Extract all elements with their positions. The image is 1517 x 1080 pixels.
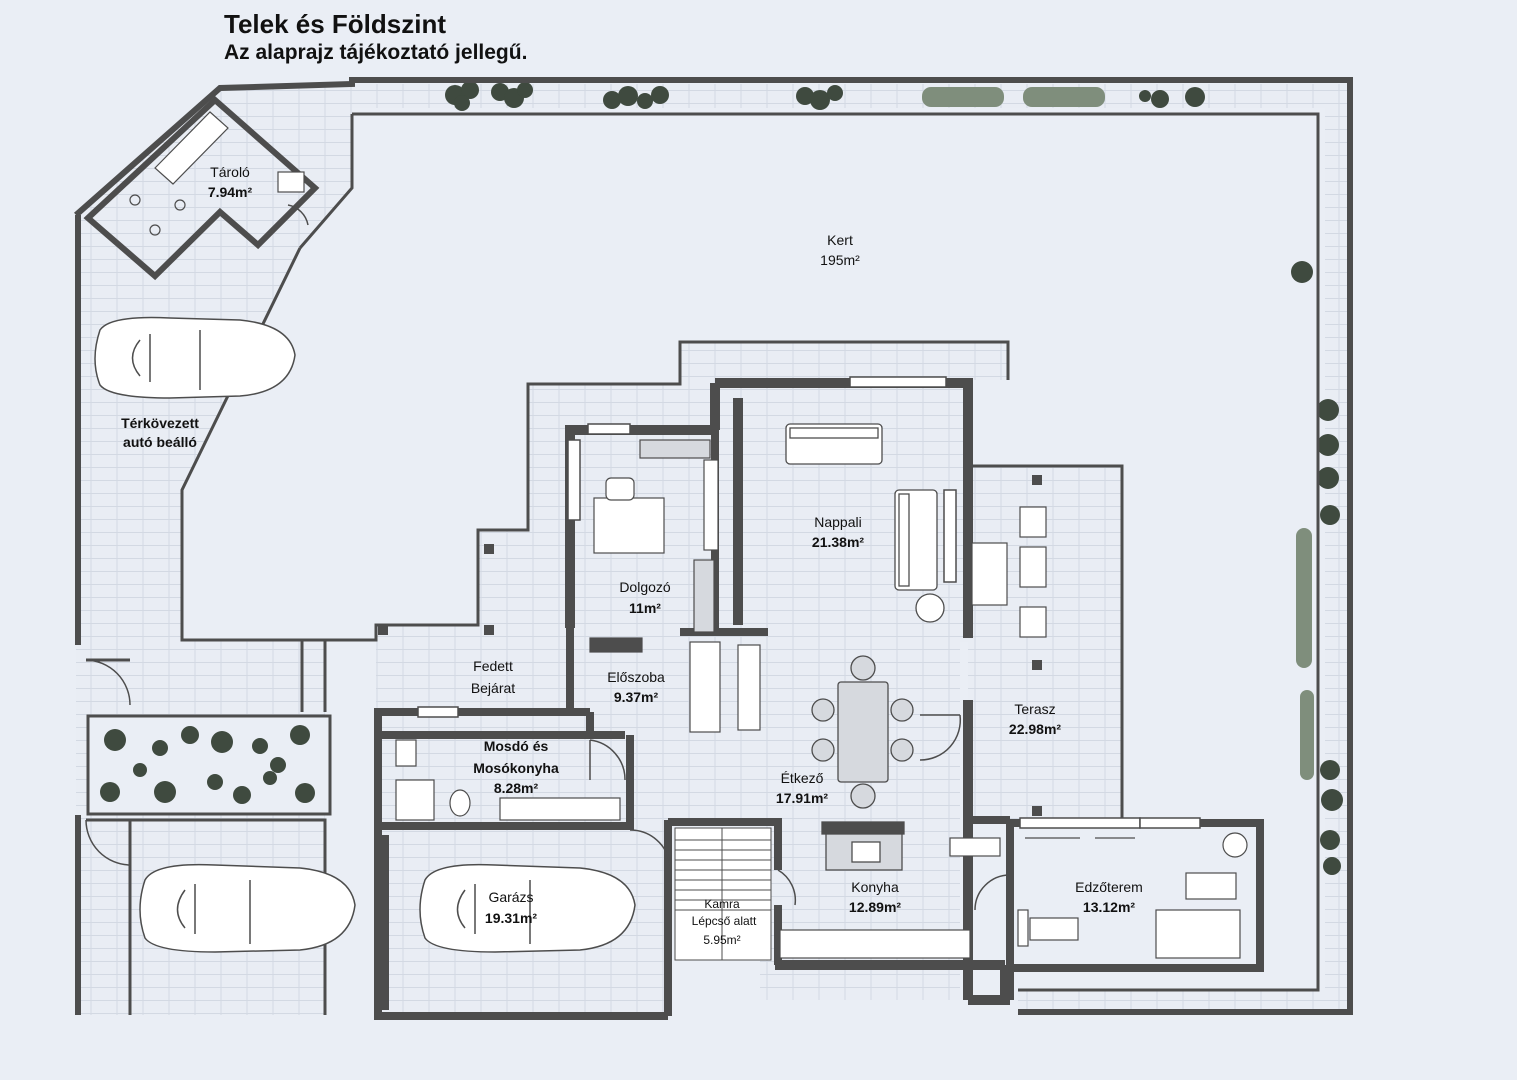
planter-plants-icon — [86, 714, 332, 816]
label-garazs-area: 19.31m² — [485, 910, 537, 926]
door-arc-gym — [974, 874, 1011, 911]
label-nappali-name: Nappali — [814, 514, 861, 530]
label-nappali-area: 21.38m² — [812, 534, 864, 550]
label-kamra-line1: Kamra — [704, 897, 740, 911]
label-tarolo-area: 7.94m² — [208, 184, 253, 200]
label-dolgozo-area: 11m² — [629, 600, 661, 616]
label-kert-name: Kert — [827, 232, 853, 248]
label-parking-line2: autó beálló — [123, 434, 197, 450]
label-mosdo-area: 8.28m² — [494, 780, 539, 796]
planter-separator — [300, 640, 327, 712]
label-etkezo-name: Étkező — [781, 770, 824, 786]
kitchen-counter-icon — [689, 641, 1001, 959]
shrub-top-right-icon — [1139, 87, 1205, 108]
label-garazs-name: Garázs — [488, 889, 533, 905]
storage-room-wall — [83, 95, 320, 281]
site-boundary-wall — [74, 77, 1353, 1015]
terrace-furniture-icon — [971, 506, 1047, 638]
hedge-left-icon — [445, 81, 843, 111]
door-arc-bath — [589, 739, 626, 781]
kitchen-south-wall — [775, 960, 1010, 1005]
garden-fence-line — [352, 112, 1320, 992]
door-arc-terrace — [919, 714, 962, 761]
label-mosdo-line1: Mosdó és — [484, 738, 549, 754]
bathroom-wall — [378, 731, 634, 830]
label-parking-line1: Térkövezett — [121, 415, 199, 431]
label-mosdo-line2: Mosókonyha — [473, 760, 559, 776]
label-edzoterem-area: 13.12m² — [1083, 899, 1135, 915]
doors — [85, 204, 1011, 1010]
sofa-icon — [785, 423, 945, 623]
door-arc-kamra — [777, 869, 797, 906]
label-dolgozo-name: Dolgozó — [619, 579, 671, 595]
staircase-icon — [674, 827, 772, 961]
label-fedett-line2: Bejárat — [471, 680, 515, 696]
label-etkezo-area: 17.91m² — [776, 790, 828, 806]
label-kamra-line2: Lépcső alatt — [692, 914, 757, 928]
storage-diagonal-wall — [298, 114, 354, 249]
plan-title: Telek és Földszint — [224, 9, 447, 39]
plan-title-block: Telek és Földszint Az alaprajz tájékozta… — [224, 8, 527, 66]
car-garage-left-icon — [139, 863, 356, 953]
label-konyha-area: 12.89m² — [849, 899, 901, 915]
gym-equipment-icon — [1017, 832, 1248, 959]
room-labels: Kert 195m² Tároló 7.94m² Térkövezett aut… — [121, 164, 1143, 947]
label-tarolo-name: Tároló — [210, 164, 250, 180]
terrace-outline — [968, 464, 1124, 820]
door-arc-garage — [629, 829, 671, 866]
car-garage-icon — [419, 863, 636, 953]
label-fedett-line1: Fedett — [473, 658, 513, 674]
plan-subtitle: Az alaprajz tájékoztató jellegű. — [224, 41, 528, 64]
office-desk-icon — [589, 439, 719, 653]
parking-garden-edge — [180, 247, 1010, 642]
dining-table-icon — [811, 655, 914, 809]
bathroom-fixtures-icon — [395, 739, 621, 821]
label-terasz-name: Terasz — [1014, 701, 1055, 717]
label-terasz-area: 22.98m² — [1009, 721, 1061, 737]
house-west-wall — [565, 383, 720, 628]
label-edzoterem-name: Edzőterem — [1075, 879, 1143, 895]
garden-plants — [86, 81, 1343, 875]
storage-furniture-icon — [129, 111, 305, 236]
car-parking-icon — [94, 316, 296, 399]
label-konyha-name: Konyha — [851, 879, 899, 895]
label-kert-area: 195m² — [820, 252, 860, 268]
label-eloszoba-area: 9.37m² — [614, 689, 659, 705]
label-eloszoba-name: Előszoba — [607, 669, 665, 685]
door-arc-garage-left — [85, 659, 131, 1010]
garage-wall — [374, 826, 668, 1020]
hedge-right-icon — [922, 87, 1105, 107]
door-arc-storage — [287, 204, 309, 226]
garden-right-plants-icon — [1291, 261, 1343, 875]
kitchen-island-icon — [821, 821, 905, 871]
label-kamra-area: 5.95m² — [703, 933, 740, 947]
